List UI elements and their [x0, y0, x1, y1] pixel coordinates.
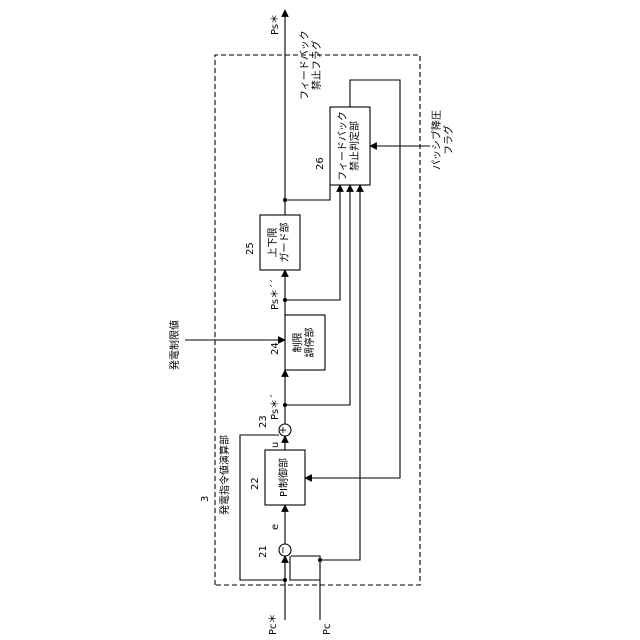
guard-block-label: 上下限 ガード部 — [260, 215, 300, 270]
fb-ps-star — [285, 185, 330, 200]
judge-ref: 26 — [315, 157, 327, 170]
ps-dprime-label: Ps＊´´ — [270, 279, 282, 310]
unit-ref: 3 — [200, 496, 212, 502]
pc-line — [290, 556, 320, 620]
passive-flag-label: パッシブ降圧 フラグ — [432, 110, 455, 170]
fb-flag-label: フィードバック 禁止フラグ — [300, 30, 323, 100]
ps-prime-label: Ps＊´ — [270, 394, 282, 420]
gen-limit-label: 発電制限値 — [170, 320, 182, 370]
pi-ref: 22 — [250, 477, 262, 490]
ps-star-label: Ps＊ — [270, 14, 282, 35]
add-ref: 23 — [258, 415, 270, 428]
judge-block-label: フィードバック 禁止判定部 — [330, 107, 370, 185]
u-label: u — [270, 442, 282, 448]
guard-ref: 25 — [245, 242, 257, 255]
limit-ref: 24 — [270, 342, 282, 355]
pc-star-label: Pc＊ — [268, 613, 280, 635]
limit-block-label: 制限 調停部 — [285, 315, 325, 370]
pc-label: Pc — [322, 623, 334, 635]
pc-to-sub — [291, 556, 320, 580]
add-junction-sign: + — [278, 425, 290, 435]
pi-block-label: PI制御部 — [265, 450, 305, 505]
unit-label: 発電指令値演算部 — [220, 435, 232, 515]
sub-ref: 21 — [258, 545, 270, 558]
sub-junction-sign: − — [278, 545, 290, 555]
e-label: e — [270, 524, 282, 530]
